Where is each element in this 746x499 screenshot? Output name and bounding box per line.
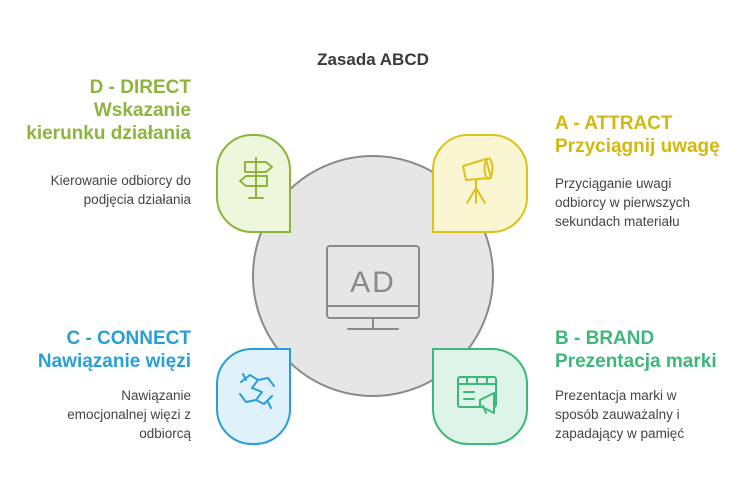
attract-petal [432, 134, 528, 233]
attract-heading-line1: A - ATTRACT [555, 113, 673, 134]
brand-desc-line3: zapadający w pamięć [555, 426, 685, 441]
spotlight-icon [462, 157, 494, 204]
direct-desc-line2: podjęcia działania [83, 192, 191, 207]
attract-heading: A - ATTRACT Przyciągnij uwagę [555, 112, 720, 158]
attract-heading-line2: Przyciągnij uwagę [555, 136, 720, 157]
ad-monitor-icon [326, 245, 420, 330]
brand-desc-line1: Prezentacja marki w [555, 388, 677, 403]
direct-heading-line3: kierunku działania [26, 123, 191, 144]
attract-desc-line1: Przyciąganie uwagi [555, 176, 672, 191]
direct-heading-line2: Wskazanie [93, 100, 191, 121]
handshake-icon [239, 373, 275, 409]
brand-description: Prezentacja marki w sposób zauważalny i … [555, 386, 684, 443]
direct-petal [216, 134, 291, 233]
connect-heading-line1: C - CONNECT [66, 328, 191, 349]
connect-desc-line3: odbiorcą [139, 426, 191, 441]
brand-desc-line2: sposób zauważalny i [555, 407, 680, 422]
connect-heading: C - CONNECT Nawiązanie więzi [38, 327, 191, 373]
connect-description: Nawiązanie emocjonalnej więzi z odbiorcą [67, 386, 191, 443]
brand-heading-line2: Prezentacja marki [555, 351, 717, 372]
attract-description: Przyciąganie uwagi odbiorcy w pierwszych… [555, 174, 690, 231]
direct-heading: D - DIRECT Wskazanie kierunku działania [26, 76, 191, 145]
brand-heading: B - BRAND Prezentacja marki [555, 327, 717, 373]
attract-desc-line2: odbiorcy w pierwszych [555, 195, 691, 210]
connect-desc-line1: Nawiązanie [121, 388, 191, 403]
brand-petal [432, 348, 528, 445]
connect-desc-line2: emocjonalnej więzi z [67, 407, 191, 422]
direct-desc-line1: Kierowanie odbiorcy do [50, 173, 191, 188]
film-megaphone-icon [457, 376, 497, 414]
brand-heading-line1: B - BRAND [555, 328, 655, 349]
direct-heading-line1: D - DIRECT [89, 77, 191, 98]
connect-heading-line2: Nawiązanie więzi [37, 351, 191, 372]
direct-description: Kierowanie odbiorcy do podjęcia działani… [51, 171, 191, 209]
signpost-icon [239, 157, 273, 199]
attract-desc-line3: sekundach materiału [555, 214, 680, 229]
ad-monitor-text: AD [350, 266, 396, 299]
diagram-title: Zasada ABCD [317, 50, 429, 69]
connect-petal [216, 348, 291, 445]
